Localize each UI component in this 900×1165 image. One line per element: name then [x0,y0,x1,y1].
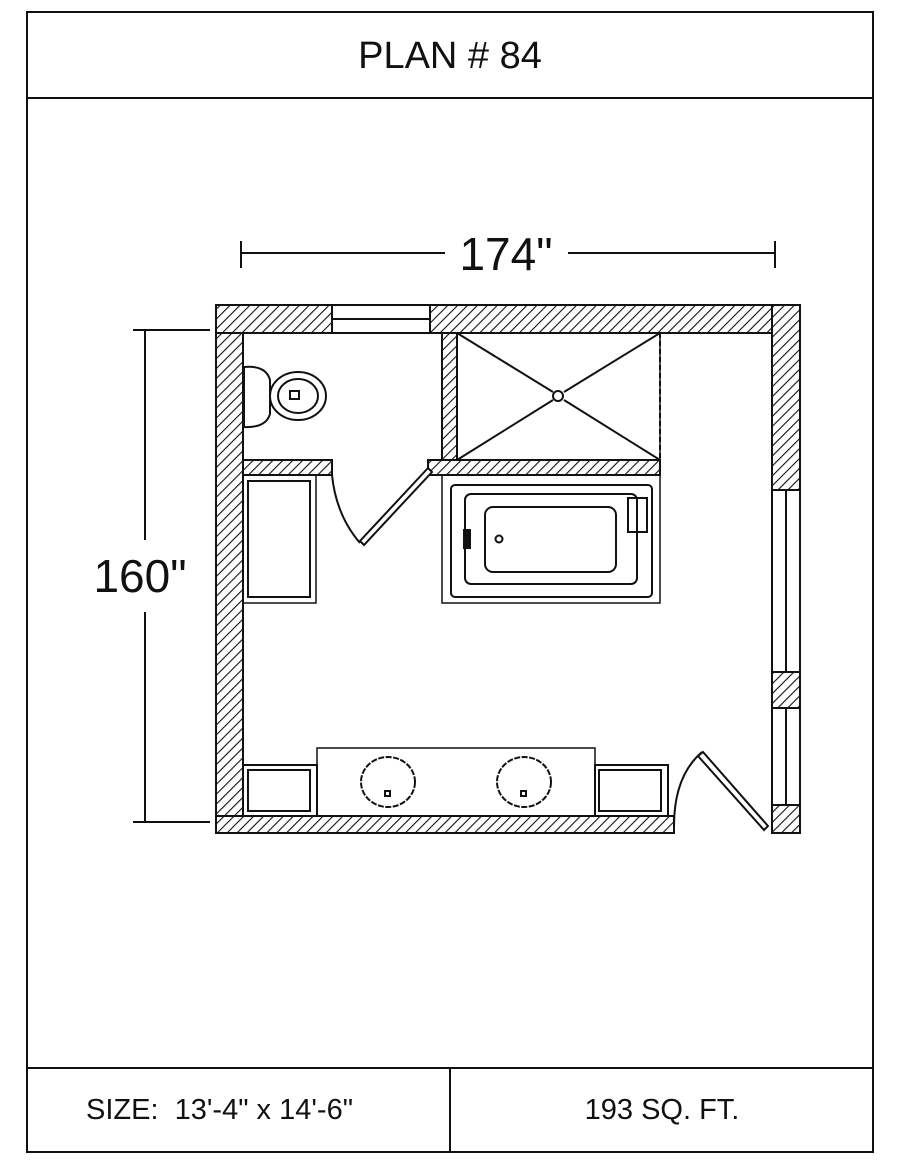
shower-icon [456,332,661,461]
area-label: 193 SQ. FT. [585,1094,740,1126]
sink-right-icon [496,756,552,808]
height-dimension-label: 160" [93,550,186,602]
height-dimension-line [133,329,210,823]
linen-closet [242,474,317,604]
toilet-icon [243,365,327,429]
top-window [331,304,431,334]
width-dimension-label: 174" [459,228,552,280]
walls [215,304,801,834]
size-label: SIZE: 13'-4" x 14'-6" [86,1094,353,1126]
entry-door[interactable] [673,750,770,832]
right-window [771,489,801,806]
width-dimension-line [240,241,776,268]
bathtub-icon [441,474,661,604]
sheet-frame [26,11,874,1153]
plan-title: PLAN # 84 [358,35,542,77]
double-vanity [242,747,669,817]
toilet-room-door[interactable] [331,466,434,547]
sink-left-icon [360,756,416,808]
